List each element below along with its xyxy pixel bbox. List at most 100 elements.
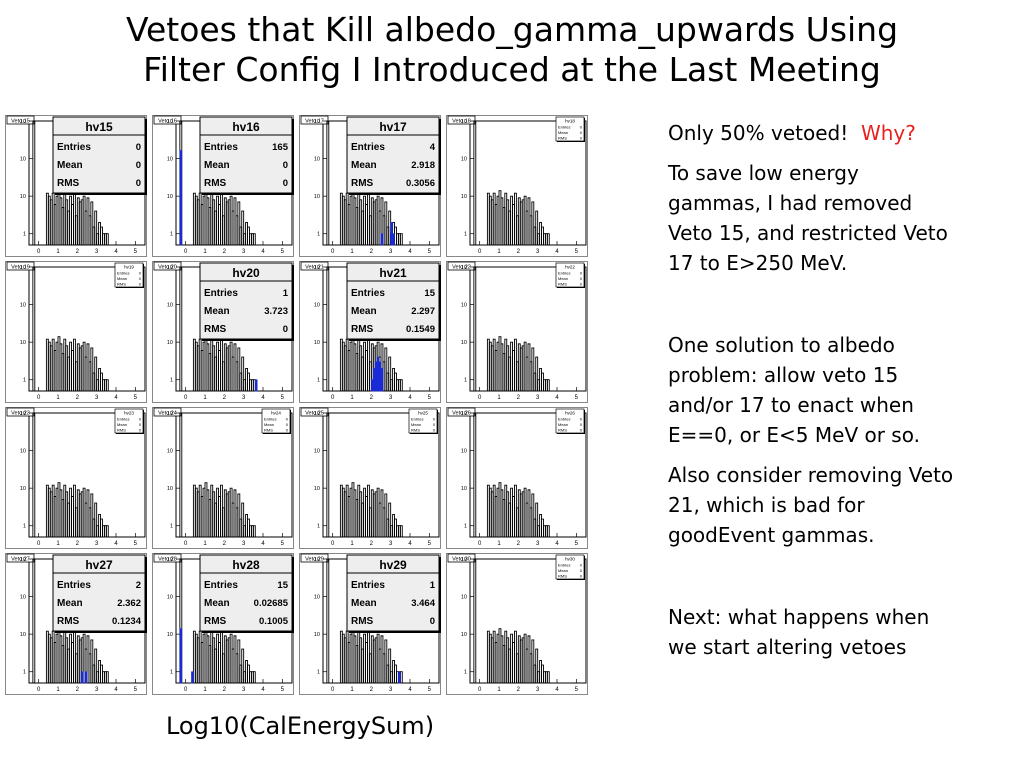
- x-tick-label: 3: [536, 541, 540, 547]
- x-tick-label: 0: [184, 249, 188, 255]
- stats-value: 2.297: [411, 306, 435, 317]
- reference-bin: [384, 347, 388, 391]
- y-tick-label: 1: [23, 232, 26, 238]
- stats-label: Mean: [204, 306, 230, 317]
- x-tick-label: 0: [478, 687, 482, 693]
- x-tick-label: 4: [408, 541, 412, 547]
- x-tick-label: 3: [536, 687, 540, 693]
- y-tick-label: 10: [20, 557, 26, 563]
- x-tick-label: 0: [331, 541, 335, 547]
- note-paragraph-2: One solution to albedo problem: allow ve…: [668, 333, 920, 447]
- y-tick-label: 10: [167, 157, 173, 163]
- stats-value: 0: [136, 178, 141, 189]
- stats-box-frame: [555, 262, 585, 288]
- y-tick-label: 1: [23, 524, 26, 530]
- reference-bin: [94, 502, 98, 537]
- reference-bin: [237, 201, 241, 245]
- note-vetoed-line: Only 50% vetoed! Why?: [668, 118, 1018, 148]
- veto-label-box: [300, 261, 329, 271]
- stats-label: Entries: [558, 271, 570, 276]
- x-axis-label: Log10(CalEnergySum): [165, 712, 435, 740]
- x-tick-label: 0: [184, 687, 188, 693]
- note-vetoed-text: Only 50% vetoed!: [668, 121, 849, 145]
- stats-value: 0: [139, 417, 142, 422]
- veto-label-text: Veto 22: [452, 265, 471, 271]
- stats-value: 0: [139, 422, 142, 427]
- x-tick-label: 1: [203, 541, 207, 547]
- y-tick-label: 10: [314, 119, 320, 125]
- x-tick-label: 0: [478, 541, 482, 547]
- reference-bin: [473, 412, 477, 537]
- stats-label: Entries: [117, 417, 129, 422]
- reference-bin: [473, 266, 477, 391]
- stats-name: hv27: [85, 558, 113, 572]
- x-tick-label: 3: [95, 541, 99, 547]
- x-tick-label: 5: [134, 249, 138, 255]
- reference-bin: [90, 493, 94, 537]
- y-tick-label: 1: [464, 524, 467, 530]
- stats-label: Mean: [264, 422, 274, 427]
- reference-bin: [32, 412, 36, 537]
- y-tick-label: 10: [461, 194, 467, 200]
- stats-label: RMS: [204, 324, 227, 335]
- stats-box-frame: [52, 554, 146, 632]
- veto-label: Veto 16: [153, 115, 182, 125]
- stats-value: 0: [580, 130, 583, 135]
- x-tick-label: 2: [517, 687, 521, 693]
- x-tick-label: 4: [261, 687, 265, 693]
- x-tick-label: 4: [408, 249, 412, 255]
- reference-bin: [241, 648, 245, 683]
- veto-label: Veto 19: [6, 261, 35, 271]
- x-tick-label: 1: [350, 541, 354, 547]
- x-tick-label: 1: [350, 249, 354, 255]
- x-tick-label: 1: [203, 687, 207, 693]
- y-tick-label: 10: [167, 595, 173, 601]
- x-tick-label: 0: [478, 395, 482, 401]
- x-tick-label: 2: [76, 249, 80, 255]
- reference-bin: [535, 210, 539, 245]
- y-tick-label: 1: [317, 378, 320, 384]
- reference-bin: [399, 233, 403, 245]
- reference-bin: [32, 266, 36, 391]
- stats-label: Mean: [57, 598, 83, 609]
- vetoed-bin: [392, 233, 395, 246]
- veto-label-text: Veto 29: [305, 557, 324, 563]
- y-tick-label: 10: [314, 486, 320, 492]
- x-tick-label: 5: [134, 541, 138, 547]
- x-tick-label: 1: [56, 395, 60, 401]
- y-tick-label: 10: [461, 449, 467, 455]
- x-tick-label: 1: [203, 395, 207, 401]
- vetoed-bin: [398, 671, 401, 684]
- reference-bin: [326, 120, 330, 245]
- y-tick-label: 1: [464, 378, 467, 384]
- veto-label-box: [447, 261, 476, 271]
- reference-bin: [32, 558, 36, 683]
- stats-label: Mean: [57, 160, 83, 171]
- y-tick-label: 1: [170, 670, 173, 676]
- stats-box-frame: [261, 408, 291, 434]
- y-tick-label: 10: [461, 340, 467, 346]
- stats-value: 0: [580, 417, 583, 422]
- stats-value: 3.464: [411, 598, 435, 609]
- vetoed-bin: [84, 671, 88, 684]
- y-tick-label: 10: [167, 194, 173, 200]
- vetoed-bin: [191, 671, 194, 684]
- y-tick-label: 10: [461, 303, 467, 309]
- veto-label-box: [153, 553, 182, 563]
- y-tick-label: 1: [170, 378, 173, 384]
- x-tick-label: 0: [331, 687, 335, 693]
